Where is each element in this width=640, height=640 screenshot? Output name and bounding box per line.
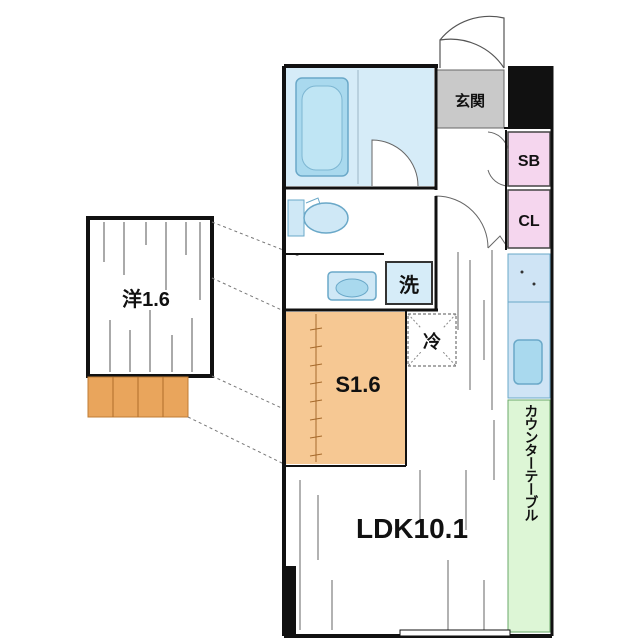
loft-room: 洋1.6 bbox=[86, 216, 214, 378]
western-room-label: 洋1.6 bbox=[122, 287, 170, 311]
genkan-area bbox=[435, 69, 505, 129]
kitchen-cooktop bbox=[507, 253, 551, 303]
genkan-label: 玄関 bbox=[455, 92, 485, 110]
loft-stairs bbox=[87, 376, 189, 418]
counter-label-line1: カウンター bbox=[523, 403, 540, 469]
service-room-label: S1.6 bbox=[335, 372, 380, 397]
service-room bbox=[286, 312, 406, 464]
corridor-floor-lines bbox=[457, 250, 493, 410]
entry-door-swing bbox=[439, 38, 505, 69]
wash-label: 洗 bbox=[399, 274, 419, 297]
toilet-bowl bbox=[303, 202, 349, 234]
kitchen-sink bbox=[513, 339, 543, 385]
sb-label: SB bbox=[518, 153, 540, 170]
fridge-label: 冷 bbox=[423, 331, 441, 352]
closet bbox=[507, 189, 551, 249]
counter-label-line2: テーブル bbox=[523, 468, 540, 521]
service-room-ladder bbox=[309, 314, 323, 462]
counter-table bbox=[507, 399, 551, 633]
washing-machine-area bbox=[385, 261, 433, 305]
window-bottom bbox=[399, 629, 511, 637]
shoe-box bbox=[507, 131, 551, 187]
ldk-label: LDK10.1 bbox=[356, 513, 468, 544]
counter-table-label: カウンター テーブル bbox=[514, 402, 548, 522]
wall-block-top-right bbox=[508, 66, 552, 128]
ldk-floor-lines bbox=[299, 420, 495, 630]
cl-label: CL bbox=[518, 213, 540, 230]
wall-block-bottom-left bbox=[284, 566, 296, 636]
